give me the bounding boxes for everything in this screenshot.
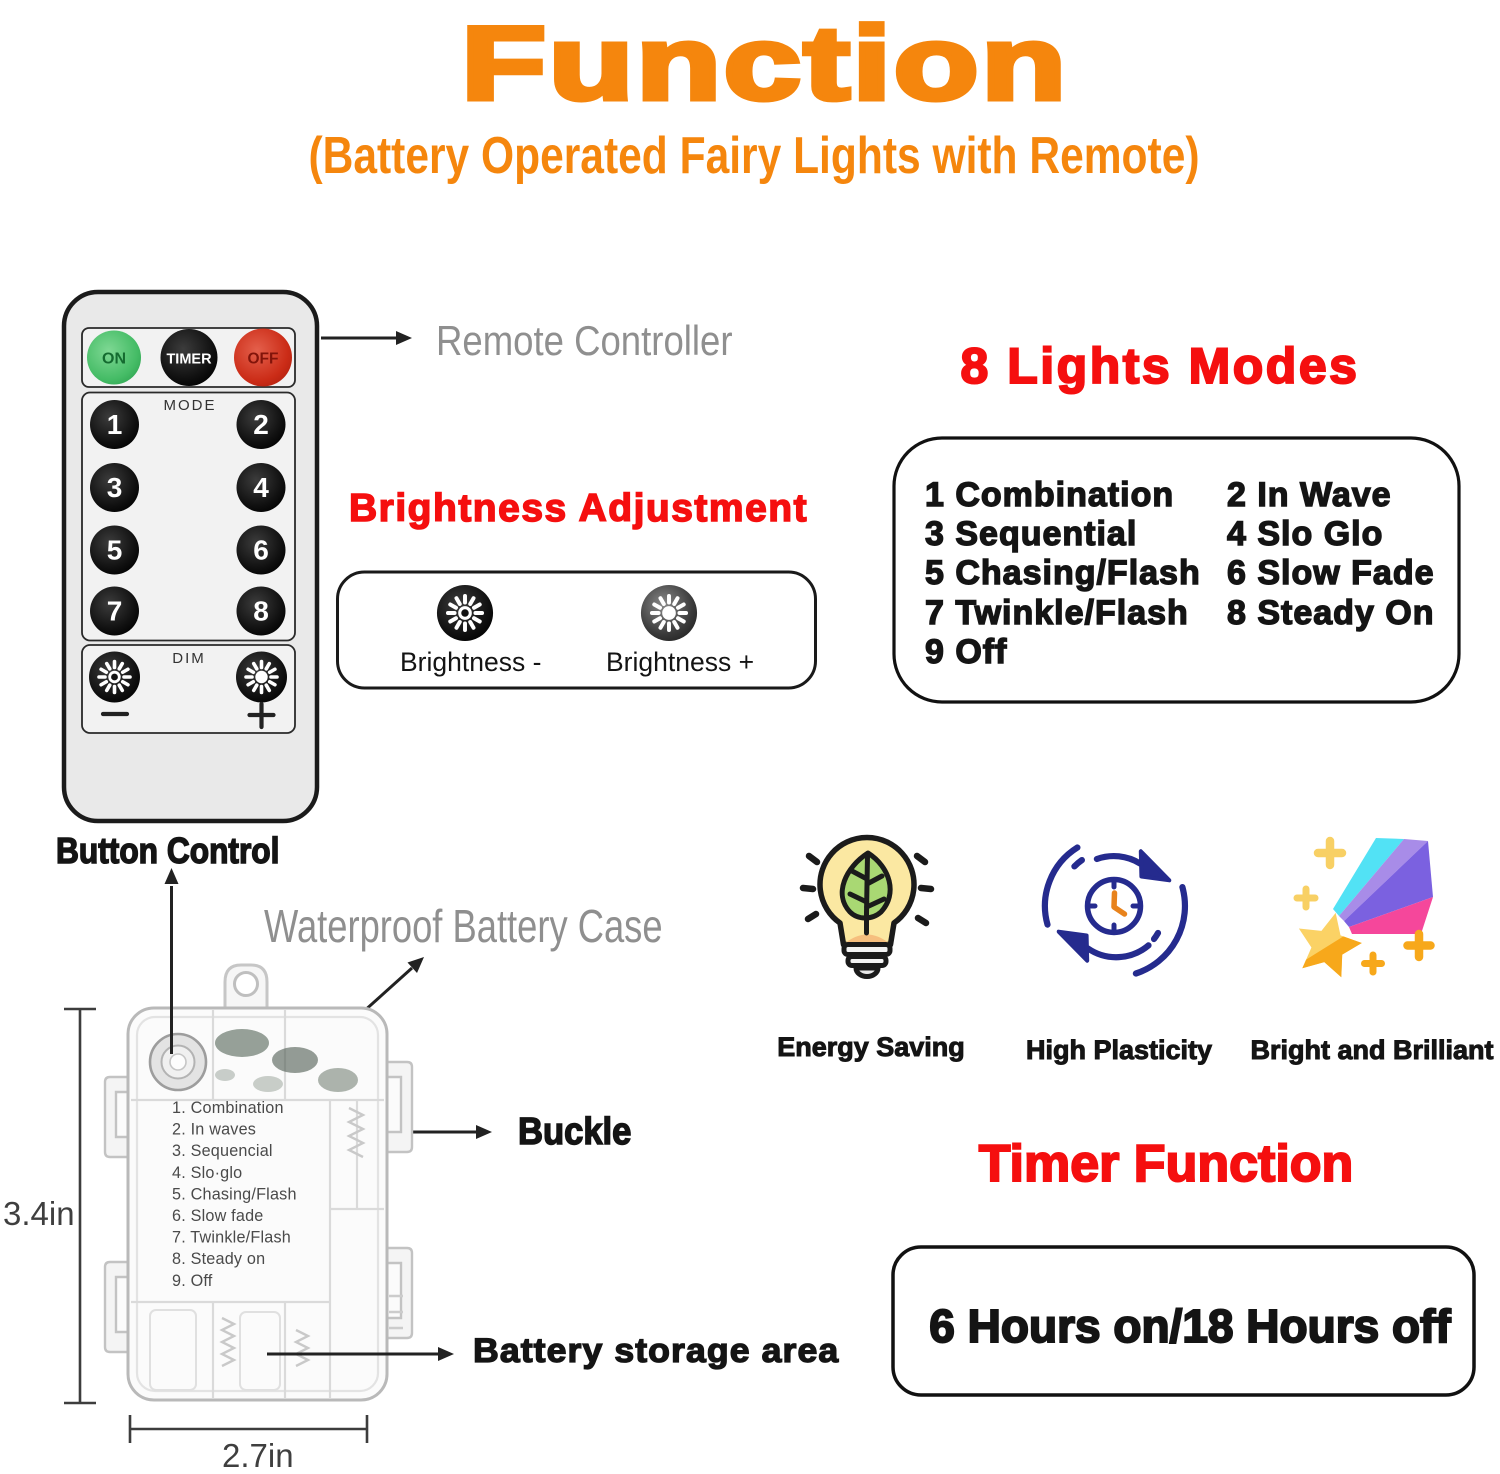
svg-text:2. In waves: 2. In waves [172,1121,256,1139]
svg-text:2: 2 [253,409,269,440]
svg-text:8: 8 [253,596,269,627]
svg-text:DIM: DIM [172,650,206,667]
svg-text:7. Twinkle/Flash: 7. Twinkle/Flash [172,1229,291,1247]
svg-text:MODE: MODE [164,397,217,414]
svg-text:3: 3 [107,472,123,503]
svg-text:TIMER: TIMER [166,352,212,368]
svg-text:4. Slo·glo: 4. Slo·glo [172,1164,242,1182]
svg-text:ON: ON [102,351,126,368]
svg-text:1: 1 [107,409,123,440]
svg-text:4: 4 [253,472,269,503]
svg-text:OFF: OFF [248,351,279,368]
svg-text:8. Steady on: 8. Steady on [172,1250,265,1268]
svg-text:1. Combination: 1. Combination [172,1099,284,1117]
svg-text:6. Slow fade: 6. Slow fade [172,1207,264,1225]
svg-text:6: 6 [253,535,269,566]
svg-text:3. Sequencial: 3. Sequencial [172,1142,273,1160]
svg-text:7: 7 [107,596,123,627]
svg-text:5. Chasing/Flash: 5. Chasing/Flash [172,1185,297,1203]
svg-text:5: 5 [107,535,123,566]
svg-text:9. Off: 9. Off [172,1272,213,1290]
